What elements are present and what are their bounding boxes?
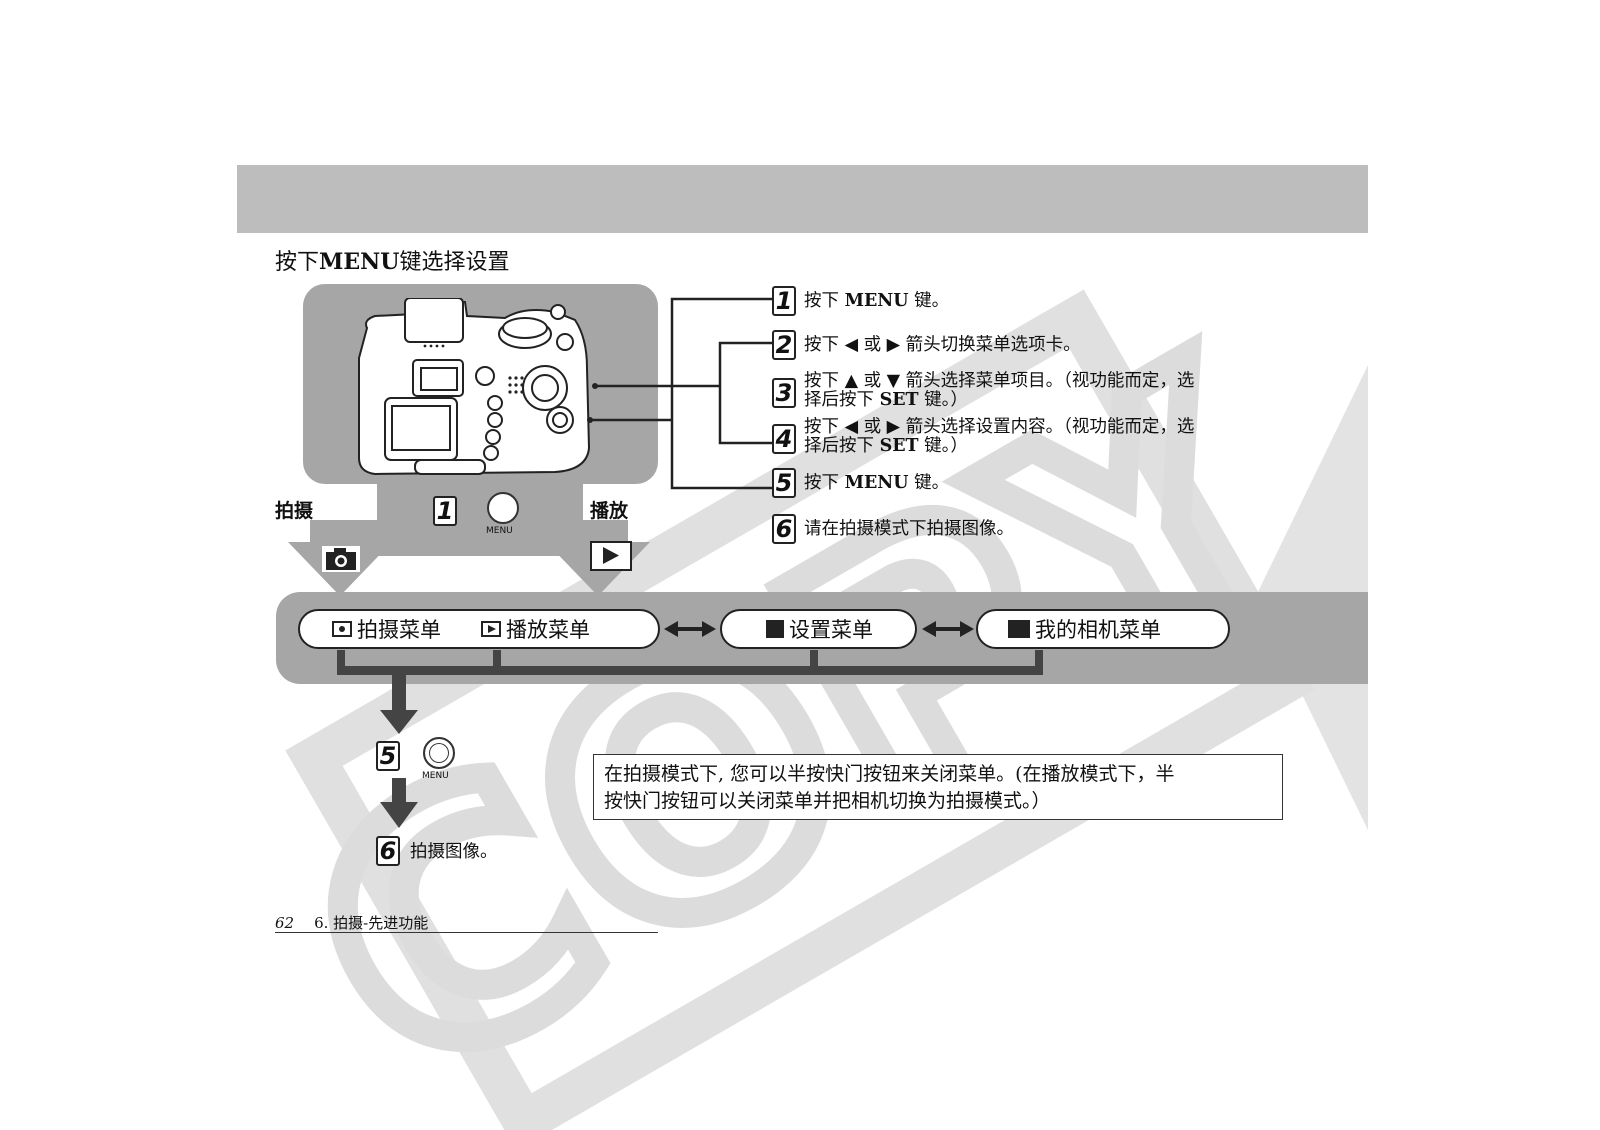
playback-mode-label: 播放 [590,496,628,523]
menu-button-label: MENU [486,526,513,536]
step-number: 3 [772,378,796,408]
step-number: 4 [772,424,796,454]
step-5: 5 按下 MENU 键。 [772,468,1264,498]
playback-menu-label: 播放菜单 [506,614,590,644]
shooting-mode-label: 拍摄 [275,496,313,523]
playback-tab-icon [481,621,501,637]
diagram-step-6: 6 [376,836,400,866]
step6-text: 拍摄图像。 [410,838,498,863]
step-4: 4 按下 ◀ 或 ▶ 箭头选择设置内容。（视功能而定，选择后按下 SET 键。） [772,418,1264,456]
step-text: 按下 MENU 键。 [804,286,1264,316]
step-text: 按下 ◀ 或 ▶ 箭头切换菜单选项卡。 [804,330,1264,360]
menu-button-icon [487,492,519,524]
step-3: 3 按下 ▲ 或 ▼ 箭头选择菜单项目。（视功能而定，选择后按下 SET 键。） [772,372,1264,410]
step-2: 2 按下 ◀ 或 ▶ 箭头切换菜单选项卡。 [772,330,1264,360]
camera-icon [322,546,360,572]
shooting-playback-menu-pill: 拍摄菜单 播放菜单 [298,609,660,649]
diagram-step-5: 5 [376,741,400,771]
shooting-menu-label: 拍摄菜单 [357,614,441,644]
step-text: 按下 MENU 键。 [804,468,1264,498]
note-line-2: 按快门按钮可以关闭菜单并把相机切换为拍摄模式。） [604,788,1272,815]
play-icon [590,541,632,571]
title-suffix: 键选择设置 [399,250,509,275]
step-text: 按下 ▲ 或 ▼ 箭头选择菜单项目。（视功能而定，选择后按下 SET 键。） [804,372,1264,410]
step-number: 1 [772,286,796,316]
step-text: 按下 ◀ 或 ▶ 箭头选择设置内容。（视功能而定，选择后按下 SET 键。） [804,418,1264,456]
step-1: 1 按下 MENU 键。 [772,286,1264,316]
page-number: 62 [275,914,294,932]
diagram-step-1: 1 [433,496,457,526]
mycamera-menu-pill[interactable]: 我的相机菜单 [976,609,1230,649]
header-band [237,165,1368,233]
tab-switch-arrows [660,615,980,645]
title-prefix: 按下 [275,250,319,275]
step-number: 6 [772,514,796,544]
shooting-menu-tab[interactable]: 拍摄菜单 [332,614,441,644]
mycamera-tab-icon [1008,620,1030,638]
note-box: 在拍摄模式下, 您可以半按快门按钮来关闭菜单。(在播放模式下，半 按快门按钮可以… [593,754,1283,820]
step-connector-lines [540,290,780,500]
camera-tab-icon [332,621,352,637]
menu-button-icon-lower [423,737,455,769]
step-number: 2 [772,330,796,360]
title-key: MENU [319,249,399,275]
chapter-title: 6. 拍摄-先进功能 [314,914,428,932]
step-number: 5 [772,468,796,498]
footer-rule [275,932,658,933]
step-6: 6 请在拍摄模式下拍摄图像。 [772,514,1264,544]
mycamera-menu-label: 我的相机菜单 [1035,614,1161,644]
note-line-1: 在拍摄模式下, 您可以半按快门按钮来关闭菜单。(在播放模式下，半 [604,761,1272,788]
playback-menu-tab[interactable]: 播放菜单 [481,614,590,644]
step-text: 请在拍摄模式下拍摄图像。 [804,514,1264,544]
section-title: 按下MENU键选择设置 [275,244,509,276]
menu-button-label-lower: MENU [422,771,449,781]
page-footer: 62 6. 拍摄-先进功能 [275,912,428,933]
